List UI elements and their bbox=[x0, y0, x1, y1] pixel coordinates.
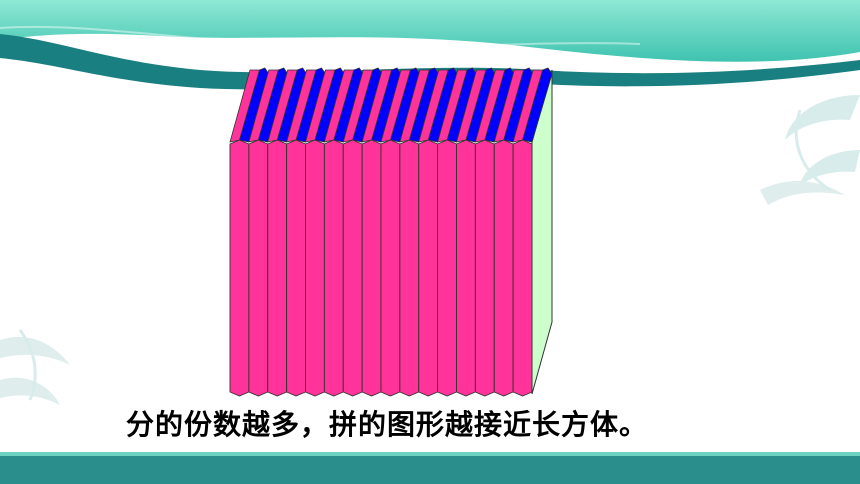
slice-top-bevel bbox=[342, 69, 374, 143]
slice-front-strip bbox=[342, 139, 363, 397]
slice-top-bevel bbox=[455, 69, 487, 143]
slice-front-strip bbox=[512, 139, 533, 397]
slice-top-bevel bbox=[361, 69, 393, 143]
slice-top-bevel bbox=[380, 69, 411, 143]
slice-top-bevel bbox=[286, 69, 317, 143]
slice-front-strip bbox=[456, 139, 476, 397]
top-wave-highlight bbox=[0, 25, 641, 49]
right-ornament bbox=[760, 95, 860, 205]
slice-top-bevel bbox=[512, 69, 544, 143]
slice-front-strip bbox=[248, 139, 269, 397]
slice-top-bevel bbox=[474, 69, 506, 143]
slice-top-bevel bbox=[267, 69, 298, 143]
bottom-band bbox=[0, 455, 860, 484]
slice-front-strip bbox=[305, 139, 325, 397]
caption: 分的份数越多，拼的图形越接近长方体。 bbox=[126, 408, 649, 441]
slice-top-bevel bbox=[418, 69, 449, 143]
slice-top-bevel bbox=[323, 69, 355, 143]
slice-front-strip bbox=[361, 139, 382, 397]
top-wave-light bbox=[0, 0, 860, 62]
slice-front-strip bbox=[493, 139, 514, 397]
slice-front-strip bbox=[437, 139, 457, 397]
slice-front-strip bbox=[380, 139, 401, 397]
slice-top-bevel bbox=[493, 69, 525, 143]
slice-strips bbox=[229, 67, 553, 397]
slice-top-bevel bbox=[304, 69, 336, 143]
slice-front-strip bbox=[399, 139, 420, 397]
slice-front-strip bbox=[267, 139, 288, 397]
slice-top-bevel bbox=[437, 69, 468, 143]
top-wave-dark bbox=[0, 34, 860, 90]
slice-front-strip bbox=[323, 139, 344, 397]
left-ornament bbox=[0, 329, 70, 405]
slice-front-strip bbox=[418, 139, 439, 397]
slice-front-strip bbox=[286, 139, 306, 397]
slice-top-bevel bbox=[248, 69, 279, 143]
slice-top-bevel bbox=[229, 69, 260, 143]
slice-top-bevel bbox=[399, 69, 430, 143]
slice-front-strip bbox=[229, 139, 250, 397]
bottom-band-light bbox=[0, 452, 860, 456]
slice-front-strip bbox=[474, 139, 495, 397]
